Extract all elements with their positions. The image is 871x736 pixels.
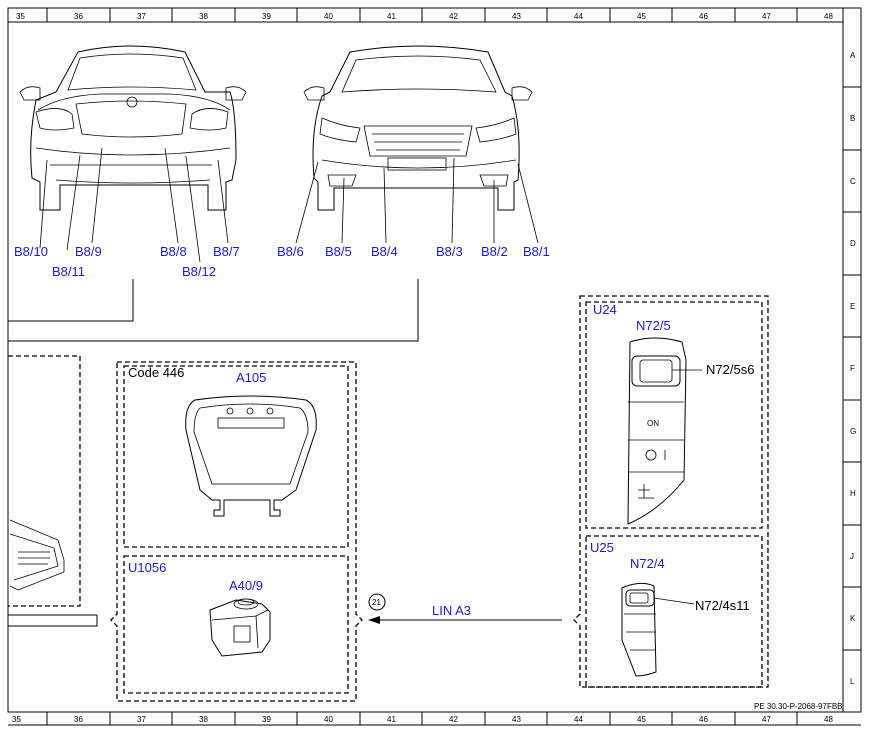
- col-label: 35: [16, 12, 25, 21]
- connection-marker-number: 21: [372, 598, 381, 607]
- row-label: J: [850, 552, 854, 561]
- col-label: 37: [137, 12, 146, 21]
- col-label: 41: [387, 715, 396, 724]
- col-label: 36: [74, 715, 83, 724]
- col-label: 40: [324, 715, 333, 724]
- on-button-label: ON: [647, 419, 659, 428]
- row-label: E: [850, 302, 855, 311]
- col-label: 40: [324, 12, 333, 21]
- col-label: 46: [699, 715, 708, 724]
- row-label: H: [850, 489, 856, 498]
- parking-icon: [638, 484, 654, 499]
- row-label: L: [850, 677, 855, 686]
- label-b8-3: B8/3: [436, 244, 463, 259]
- col-label: 38: [199, 12, 208, 21]
- col-label: 48: [824, 12, 833, 21]
- col-label: 37: [137, 715, 146, 724]
- col-label: 38: [199, 715, 208, 724]
- camera-module-drawing: [209, 598, 271, 657]
- col-label: 48: [824, 715, 833, 724]
- label-u24: U24: [593, 302, 617, 317]
- col-label: 47: [762, 12, 771, 21]
- row-label: A: [850, 51, 856, 60]
- label-n72-4s11: N72/4s11: [695, 598, 750, 613]
- label-a40-9: A40/9: [229, 578, 263, 593]
- col-label: 47: [762, 715, 771, 724]
- col-label: 44: [574, 12, 583, 21]
- document-reference: PE 30.30-P-2068-97FBB: [754, 702, 843, 711]
- label-u25: U25: [590, 540, 614, 555]
- label-b8-10: B8/10: [14, 244, 48, 259]
- col-label: 45: [637, 715, 646, 724]
- label-b8-7: B8/7: [213, 244, 240, 259]
- label-b8-12: B8/12: [182, 264, 216, 279]
- switch-panel-n72-4: [621, 582, 695, 677]
- label-u1056: U1056: [128, 560, 166, 575]
- connection-marker-circle: [368, 593, 386, 611]
- grid-ticks: [46, 8, 861, 725]
- arrow-left-icon: [368, 616, 380, 624]
- row-labels: A B C D E F G H J K L: [850, 51, 856, 686]
- label-b8-4: B8/4: [371, 244, 398, 259]
- col-label: 44: [574, 715, 583, 724]
- col-label: 36: [74, 12, 83, 21]
- left-partial-module: [7, 355, 98, 627]
- col-label: 45: [637, 12, 646, 21]
- column-labels-bottom: 35 36 37 38 39 40 41 42 43 44 45 46 47 4…: [12, 715, 833, 724]
- row-label: G: [850, 427, 856, 436]
- row-label: D: [850, 239, 856, 248]
- row-label: K: [850, 614, 856, 623]
- right-module-box: U24 N72/5 N72/5s6 U25 N72/4 N72/4s11: [573, 295, 769, 688]
- col-label: 35: [12, 715, 21, 724]
- label-n72-5s6: N72/5s6: [706, 362, 754, 377]
- car-front-view: [295, 45, 539, 244]
- col-label: 42: [449, 12, 458, 21]
- lin-bus-connection: 21 LIN A3: [368, 593, 562, 624]
- row-label: B: [850, 114, 855, 123]
- camera-button-icon: [645, 449, 657, 461]
- label-a105: A105: [236, 370, 266, 385]
- overhead-control-panel-drawing: [185, 395, 317, 517]
- col-label: 41: [387, 12, 396, 21]
- row-label: C: [850, 177, 856, 186]
- label-b8-5: B8/5: [325, 244, 352, 259]
- col-label: 46: [699, 12, 708, 21]
- col-label: 39: [262, 12, 271, 21]
- col-label: 43: [512, 715, 521, 724]
- label-b8-8: B8/8: [160, 244, 187, 259]
- switch-panel-n72-5: ON: [627, 337, 702, 525]
- col-label: 43: [512, 12, 521, 21]
- label-b8-1: B8/1: [523, 244, 550, 259]
- front-group-bracket: [8, 279, 419, 342]
- label-b8-9: B8/9: [75, 244, 102, 259]
- column-labels-top: 35 36 37 38 39 40 41 42 43 44 45 46 47 4…: [16, 12, 833, 21]
- label-n72-4: N72/4: [630, 556, 665, 571]
- rear-group-bracket: [8, 279, 134, 322]
- lin-bus-label: LIN A3: [432, 603, 471, 618]
- label-b8-11: B8/11: [52, 264, 85, 279]
- row-label: F: [850, 364, 855, 373]
- col-label: 39: [262, 715, 271, 724]
- label-n72-5: N72/5: [636, 318, 671, 333]
- car-rear-view: [19, 45, 247, 263]
- label-b8-2: B8/2: [481, 244, 508, 259]
- col-label: 42: [449, 715, 458, 724]
- center-module-box: Code 446 A105 U1056 A40/9: [110, 361, 363, 702]
- label-b8-6: B8/6: [277, 244, 304, 259]
- code-446-label: Code 446: [128, 365, 184, 380]
